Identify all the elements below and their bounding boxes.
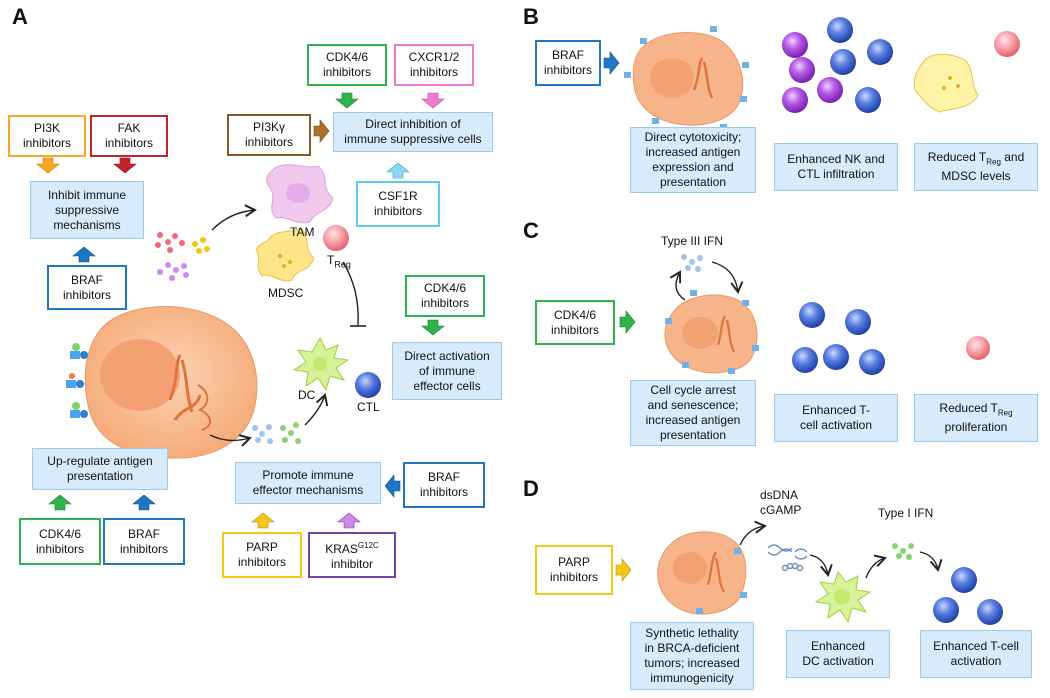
panel-letter-a: A — [12, 4, 28, 29]
upregulate-antigen-box: Up-regulate antigen presentation — [32, 448, 168, 490]
reduced-treg-c-sub: Reg — [997, 408, 1013, 418]
kras-label-line2: inhibitor — [330, 557, 374, 571]
promote-immune-box: Promote immune effector mechanisms — [235, 462, 381, 504]
cell-cycle-arrest-box: Cell cycle arrest and senescence; increa… — [630, 380, 756, 446]
braf-right-inhibitors-box: BRAF inhibitors — [403, 462, 485, 508]
reduced-treg-b-line1: Reduced TReg and — [928, 150, 1025, 169]
cytokine-cluster-lower — [252, 422, 301, 444]
nk-ctl-cells-b — [782, 17, 893, 113]
direct-activation-box: Direct activation of immune effector cel… — [392, 342, 502, 400]
synthetic-lethality-box: Synthetic lethality in BRCA-deficient tu… — [630, 622, 754, 690]
arrow-ifn3-loop-up — [669, 270, 686, 301]
cdk46-inhibitors-c-box: CDK4/6 inhibitors — [535, 300, 615, 345]
reduced-treg-c-pre: Reduced T — [939, 400, 998, 415]
type-i-ifn-label: Type I IFN — [878, 506, 934, 520]
panel-letter-c: C — [523, 218, 539, 243]
ctl-cell-a — [355, 372, 381, 398]
dsdna-cgamp-glyphs — [767, 544, 808, 572]
tumor-cell-c — [664, 290, 759, 374]
cytokine-cluster-upper — [155, 232, 210, 281]
kras-main: KRAS — [325, 542, 358, 556]
panel-letter-d: D — [523, 476, 539, 501]
panel-letter-b: B — [523, 4, 539, 29]
arrow-ifn-to-tcells — [919, 551, 943, 572]
block-arrow-b — [603, 51, 620, 75]
reduced-treg-b-post: and — [1000, 149, 1025, 164]
arrow-cytokines-to-tam — [211, 204, 257, 231]
type-iii-ifn-label: Type III IFN — [661, 234, 724, 248]
direct-cytotoxicity-box: Direct cytotoxicity; increased antigen e… — [630, 127, 756, 193]
dsdna-label: dsDNA — [760, 488, 799, 502]
arrow-tumor-to-cytokines — [209, 434, 252, 447]
treg-label-a-sub: Reg — [334, 259, 351, 270]
block-arrows-a — [36, 92, 445, 529]
tumor-cell-a — [84, 306, 258, 459]
cdk46-mid-inhibitors-box: CDK4/6 inhibitors — [405, 275, 485, 317]
enhanced-nk-ctl-box: Enhanced NK and CTL infiltration — [774, 143, 898, 191]
csf1r-inhibitors-box: CSF1R inhibitors — [356, 181, 440, 227]
arrow-dsdna-to-dc — [809, 554, 833, 577]
t-cells-c — [792, 302, 885, 375]
braf-bot-inhibitors-box: BRAF inhibitors — [103, 518, 185, 565]
mdsc-cell — [255, 227, 315, 282]
dc-cell-d — [814, 570, 872, 624]
reduced-treg-b-line2: MDSC levels — [941, 169, 1011, 184]
tumor-cell-d — [657, 531, 747, 615]
braf-inhibitors-top-box: BRAF inhibitors — [47, 265, 127, 310]
treg-label-a: TReg — [327, 253, 351, 269]
cxcr-inhibitors-box: CXCR1/2 inhibitors — [394, 44, 474, 86]
dc-label: DC — [298, 388, 316, 402]
pi3kg-inhibitors-box: PI3Kγ inhibitors — [227, 114, 311, 156]
parp-inhibitors-d-box: PARP inhibitors — [535, 545, 613, 595]
block-arrow-c — [619, 310, 636, 334]
treg-label-a-main: T — [327, 253, 335, 267]
ifn-i-dots — [892, 543, 914, 560]
cgamp-label: cGAMP — [760, 503, 802, 517]
braf-inhibitors-b-box: BRAF inhibitors — [535, 40, 601, 86]
inhibit-treg-to-ctl — [342, 261, 359, 326]
mhc-receptors-a — [66, 343, 88, 418]
block-arrow-d — [615, 558, 632, 582]
treg-cell-c — [966, 336, 990, 360]
mdsc-label: MDSC — [268, 286, 304, 300]
enhanced-t-activation-box: Enhanced T- cell activation — [774, 394, 898, 442]
tumor-cell-b — [624, 26, 749, 130]
ctl-label-a: CTL — [357, 400, 380, 414]
enhanced-dc-activation-box: Enhanced DC activation — [786, 630, 890, 678]
enhanced-tcell-activation-d-box: Enhanced T-cell activation — [920, 630, 1032, 678]
arrow-tumor-to-dsdna — [739, 520, 767, 546]
reduced-treg-b-sub: Reg — [986, 157, 1001, 167]
tam-cell — [266, 164, 334, 224]
kras-label-line1: KRASG12C — [325, 538, 379, 557]
treg-cell-a — [323, 225, 349, 251]
reduced-treg-proliferation-box: Reduced TReg proliferation — [914, 394, 1038, 442]
kras-inhibitor-box: KRASG12C inhibitor — [308, 532, 396, 578]
pi3k-inhibitors-box: PI3K inhibitors — [8, 115, 86, 157]
tam-label: TAM — [290, 225, 315, 239]
reduced-treg-mdsc-box: Reduced TReg and MDSC levels — [914, 143, 1038, 191]
reduced-treg-c-line1: Reduced TReg — [939, 401, 1012, 420]
reduced-treg-b-pre: Reduced T — [927, 149, 987, 164]
arrow-cytokines-to-dc — [304, 393, 329, 426]
kras-sup: G12C — [357, 541, 379, 550]
cdk46-top-inhibitors-box: CDK4/6 inhibitors — [307, 44, 387, 86]
arrow-ifn3-loop-down — [711, 261, 744, 294]
arrow-dc-to-ifn — [865, 554, 887, 579]
fak-inhibitors-box: FAK inhibitors — [90, 115, 168, 157]
reduced-treg-c-line2: proliferation — [944, 420, 1008, 435]
inhibit-immune-box: Inhibit immune suppressive mechanisms — [30, 181, 144, 239]
parp-inhibitors-a-box: PARP inhibitors — [222, 532, 302, 578]
ifn-iii-dots — [681, 254, 703, 272]
t-cells-d — [933, 567, 1003, 625]
direct-inhibition-box: Direct inhibition of immune suppressive … — [333, 112, 493, 152]
dc-cell-a — [292, 336, 350, 392]
reduced-cells-b — [913, 31, 1020, 113]
cdk46-bot-inhibitors-box: CDK4/6 inhibitors — [19, 518, 101, 565]
